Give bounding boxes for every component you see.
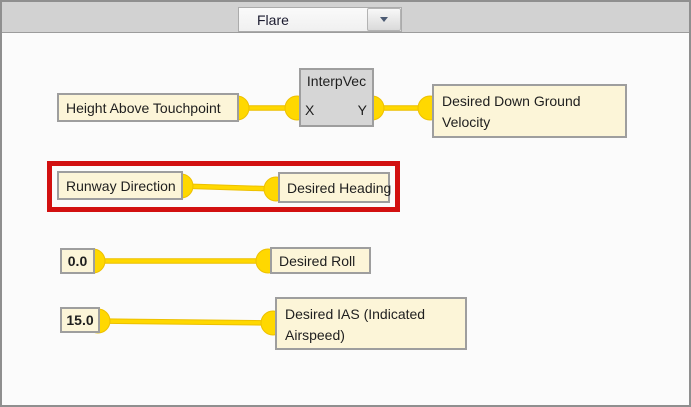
node-desired-heading[interactable]: Desired Heading [278, 172, 392, 203]
node-label: Desired Heading [287, 179, 392, 196]
mode-dropdown-button[interactable] [367, 8, 401, 31]
node-label: Runway Direction [66, 177, 176, 194]
node-height-above-touchpoint[interactable]: Height Above Touchpoint [57, 93, 239, 122]
wire-ias-value-to-desired-ias[interactable] [95, 318, 276, 326]
node-label: Height Above Touchpoint [66, 99, 221, 116]
interpvec-input-x-label: X [305, 102, 315, 118]
node-desired-ias[interactable]: Desired IAS (Indicated Airspeed) [275, 297, 467, 350]
node-ias-value[interactable]: 15.0 [60, 307, 100, 333]
chevron-down-icon [380, 17, 388, 22]
wire-runway-to-heading[interactable] [178, 183, 279, 192]
mode-dropdown-value: Flare [257, 11, 289, 28]
node-runway-direction[interactable]: Runway Direction [57, 171, 183, 200]
node-desired-down-ground-velocity[interactable]: Desired Down Ground Velocity [432, 84, 627, 138]
mode-toolbar: Flare [2, 2, 689, 33]
node-label: Desired IAS (Indicated Airspeed) [285, 306, 426, 343]
node-interpvec[interactable]: InterpVec X Y [299, 68, 374, 127]
node-desired-roll[interactable]: Desired Roll [270, 247, 371, 274]
mode-dropdown[interactable]: Flare [238, 7, 402, 32]
node-roll-value[interactable]: 0.0 [60, 248, 95, 274]
node-label: Desired Roll [279, 252, 356, 269]
node-label: Desired Down Ground Velocity [442, 93, 581, 130]
graph-canvas: Height Above Touchpoint InterpVec X Y De… [2, 34, 689, 405]
node-value: 15.0 [66, 312, 94, 328]
node-value: 0.0 [67, 253, 88, 269]
interpvec-title: InterpVec [306, 73, 367, 89]
interpvec-output-y-label: Y [357, 102, 367, 118]
